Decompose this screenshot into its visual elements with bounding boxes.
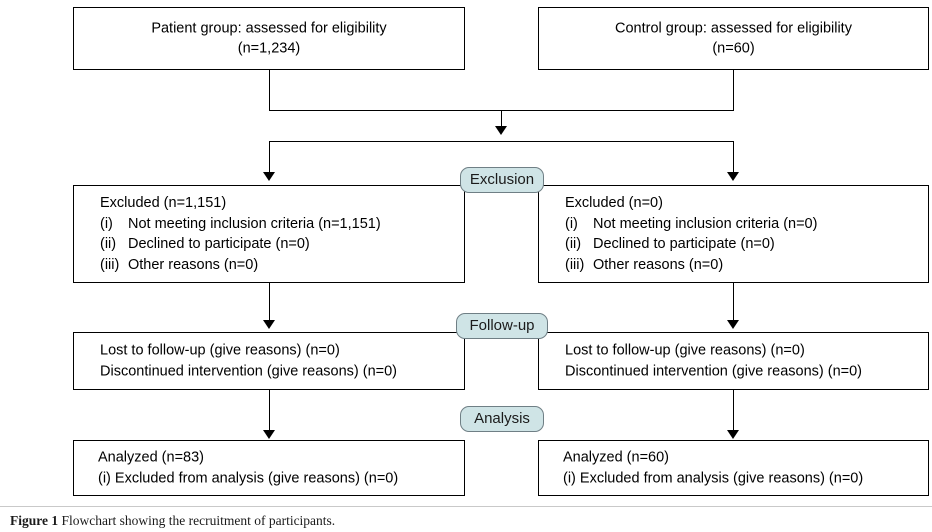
patient-exclusion-heading: Excluded (n=1,151) bbox=[100, 194, 227, 211]
caption-divider bbox=[0, 506, 932, 507]
connector-split-left-down bbox=[269, 141, 270, 173]
connector-control-followup-to-analysis bbox=[733, 390, 734, 431]
roman-numeral-ii: (ii) bbox=[100, 236, 117, 252]
stage-badge-analysis-label: Analysis bbox=[474, 410, 530, 427]
patient-exclusion-item-2-text: Declined to participate (n=0) bbox=[128, 236, 310, 252]
patient-enrollment-title: Patient group: assessed for eligibility bbox=[151, 19, 387, 36]
patient-analysis-line-1: Analyzed (n=83) bbox=[98, 449, 204, 466]
box-control-analysis: Analyzed (n=60) (i) Excluded from analys… bbox=[538, 440, 929, 496]
connector-patient-followup-to-analysis bbox=[269, 390, 270, 431]
connector-split-bus bbox=[269, 141, 734, 142]
arrowhead-merge-center bbox=[495, 126, 507, 135]
figure-caption: Figure 1 Flowchart showing the recruitme… bbox=[10, 513, 335, 529]
control-analysis-line-1: Analyzed (n=60) bbox=[563, 449, 669, 466]
connector-control-down bbox=[733, 70, 734, 110]
box-patient-followup: Lost to follow-up (give reasons) (n=0) D… bbox=[73, 332, 465, 390]
connector-patient-down bbox=[269, 70, 270, 110]
roman-numeral-i: (i) bbox=[565, 215, 578, 232]
roman-numeral-ii: (ii) bbox=[565, 236, 582, 252]
roman-numeral-iii: (iii) bbox=[100, 256, 120, 273]
box-patient-analysis: Analyzed (n=83) (i) Excluded from analys… bbox=[73, 440, 465, 496]
control-exclusion-item-1: (i) Not meeting inclusion criteria (n=0) bbox=[565, 213, 928, 234]
stage-badge-exclusion-label: Exclusion bbox=[469, 171, 535, 188]
control-exclusion-item-3-text: Other reasons (n=0) bbox=[593, 256, 724, 273]
arrowhead-patient-analysis bbox=[263, 430, 275, 439]
stage-badge-analysis: Analysis bbox=[460, 406, 544, 432]
patient-exclusion-item-3-text: Other reasons (n=0) bbox=[128, 256, 259, 273]
patient-exclusion-item-1: (i) Not meeting inclusion criteria (n=1,1… bbox=[100, 213, 464, 234]
arrowhead-control-followup bbox=[727, 320, 739, 329]
connector-control-exclusion-to-followup bbox=[733, 283, 734, 321]
patient-followup-line-2: Discontinued intervention (give reasons)… bbox=[100, 363, 398, 379]
control-exclusion-heading: Excluded (n=0) bbox=[565, 194, 663, 211]
patient-exclusion-item-3: (iii) Other reasons (n=0) bbox=[100, 255, 464, 276]
figure-caption-label: Figure 1 bbox=[10, 513, 59, 528]
control-enrollment-count: (n=60) bbox=[712, 40, 755, 57]
control-exclusion-item-2-text: Declined to participate (n=0) bbox=[593, 236, 775, 252]
box-control-followup: Lost to follow-up (give reasons) (n=0) D… bbox=[538, 332, 929, 390]
arrowhead-split-right bbox=[727, 172, 739, 181]
roman-numeral-i: (i) bbox=[100, 215, 113, 232]
patient-analysis-line-2: (i) Excluded from analysis (give reasons… bbox=[98, 470, 399, 486]
patient-followup-line-1: Lost to follow-up (give reasons) (n=0) bbox=[100, 342, 340, 359]
connector-split-right-down bbox=[733, 141, 734, 173]
control-exclusion-item-3: (iii) Other reasons (n=0) bbox=[565, 255, 928, 276]
control-enrollment-title: Control group: assessed for eligibility bbox=[615, 19, 852, 36]
arrowhead-patient-followup bbox=[263, 320, 275, 329]
arrowhead-control-analysis bbox=[727, 430, 739, 439]
patient-exclusion-item-2: (ii) Declined to participate (n=0) bbox=[100, 234, 464, 255]
patient-exclusion-item-1-text: Not meeting inclusion criteria (n=1,151) bbox=[128, 215, 381, 232]
stage-badge-followup: Follow-up bbox=[456, 313, 548, 339]
stage-badge-followup-label: Follow-up bbox=[469, 317, 535, 334]
control-exclusion-item-2: (ii) Declined to participate (n=0) bbox=[565, 234, 928, 255]
stage-badge-exclusion: Exclusion bbox=[460, 167, 544, 193]
connector-patient-exclusion-to-followup bbox=[269, 283, 270, 321]
box-patient-exclusion: Excluded (n=1,151) (i) Not meeting inclus… bbox=[73, 185, 465, 283]
control-analysis-line-2: (i) Excluded from analysis (give reasons… bbox=[563, 470, 864, 486]
figure-caption-text: Flowchart showing the recruitment of par… bbox=[58, 513, 336, 528]
box-control-enrollment: Control group: assessed for eligibility … bbox=[538, 7, 929, 70]
connector-merge-center-down bbox=[501, 110, 502, 128]
box-control-exclusion: Excluded (n=0) (i) Not meeting inclusion … bbox=[538, 185, 929, 283]
control-followup-line-1: Lost to follow-up (give reasons) (n=0) bbox=[565, 342, 805, 359]
patient-enrollment-count: (n=1,234) bbox=[237, 40, 301, 57]
roman-numeral-iii: (iii) bbox=[565, 256, 585, 273]
control-followup-line-2: Discontinued intervention (give reasons)… bbox=[565, 363, 863, 379]
arrowhead-split-left bbox=[263, 172, 275, 181]
box-patient-enrollment: Patient group: assessed for eligibility … bbox=[73, 7, 465, 70]
control-exclusion-item-1-text: Not meeting inclusion criteria (n=0) bbox=[593, 215, 818, 232]
